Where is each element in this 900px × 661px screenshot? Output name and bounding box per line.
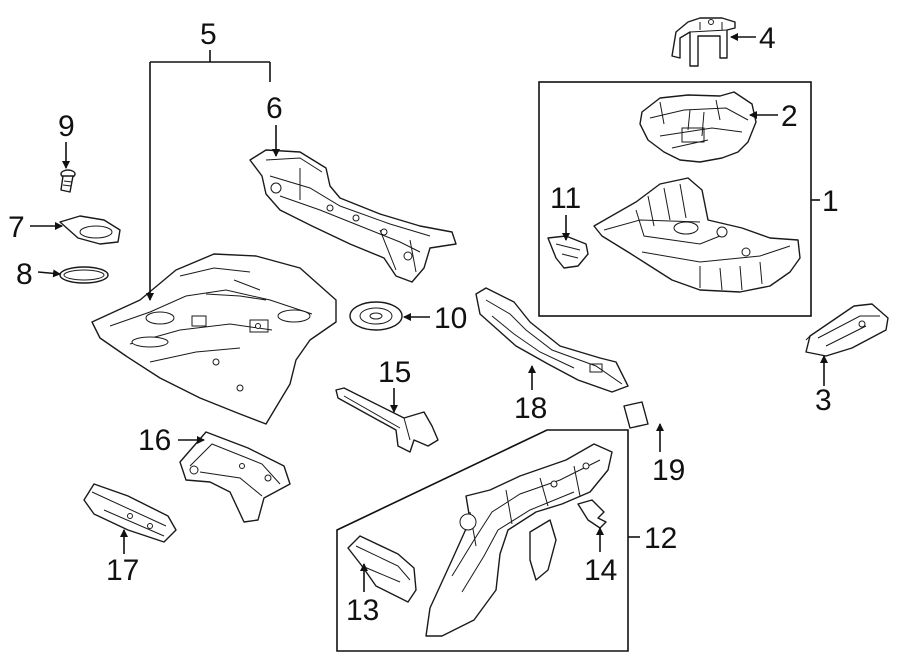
part-4-bracket[interactable] — [671, 17, 736, 67]
callout-3: 3 — [815, 384, 832, 417]
part-17-bracket[interactable] — [83, 483, 177, 543]
group-box-12 — [336, 429, 629, 652]
callout-18: 18 — [514, 392, 547, 425]
part-15-rail[interactable] — [335, 387, 439, 453]
callout-9: 9 — [58, 110, 75, 143]
part-6-crossmember[interactable] — [249, 149, 457, 283]
leader-lines — [30, 33, 828, 592]
callout-7: 7 — [8, 211, 25, 244]
part-11-bracket[interactable] — [547, 235, 589, 269]
callout-5: 5 — [200, 18, 217, 51]
part-7-plug[interactable] — [59, 215, 121, 245]
part-10-plug[interactable] — [349, 301, 403, 331]
part-16-bracket[interactable] — [179, 431, 291, 523]
callout-17: 17 — [106, 554, 139, 587]
callout-2: 2 — [781, 100, 798, 133]
part-18-side-rail[interactable] — [475, 287, 629, 393]
part-2-cover[interactable] — [639, 91, 757, 163]
part-19-plate[interactable] — [623, 401, 649, 429]
callout-8: 8 — [16, 258, 33, 291]
part-12-rail-assembly[interactable] — [425, 443, 613, 637]
part-8-seal[interactable] — [59, 266, 109, 284]
callout-14: 14 — [584, 554, 617, 587]
callout-4: 4 — [759, 22, 776, 55]
callout-12: 12 — [644, 522, 677, 555]
part-14-clip[interactable] — [577, 499, 607, 529]
part-13-bracket[interactable] — [347, 535, 417, 603]
part-12-inner-bracket[interactable] — [529, 519, 557, 581]
callout-1: 1 — [822, 185, 839, 218]
part-1-spare-tire-well[interactable] — [593, 177, 801, 293]
callout-15: 15 — [378, 356, 411, 389]
part-3-bracket[interactable] — [805, 303, 889, 357]
callout-10: 10 — [434, 302, 467, 335]
callout-16: 16 — [138, 424, 171, 457]
part-9-bolt[interactable] — [60, 169, 76, 193]
callout-11: 11 — [550, 182, 581, 215]
callout-19: 19 — [652, 454, 685, 487]
callout-6: 6 — [266, 92, 283, 125]
callout-13: 13 — [346, 594, 379, 627]
group-box-1 — [538, 81, 812, 317]
part-5-floor-pan[interactable] — [91, 253, 337, 425]
